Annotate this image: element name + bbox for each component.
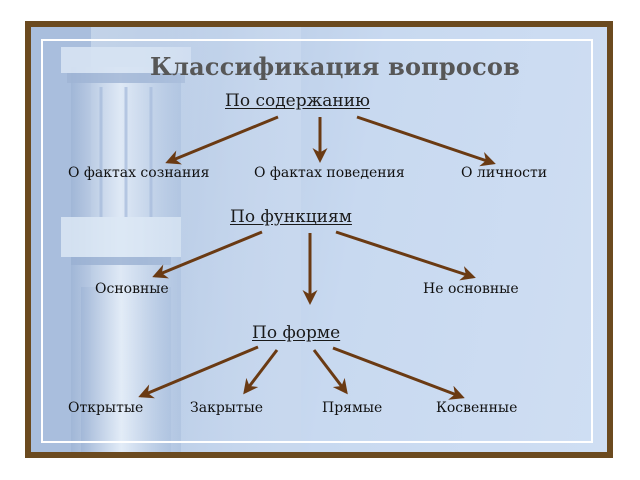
arrow-function-to-non-main xyxy=(335,230,476,281)
item-open: Открытые xyxy=(68,400,144,416)
diagram-title: Классификация вопросов xyxy=(150,52,521,81)
arrow-form-to-open xyxy=(138,345,259,399)
item-personality: О личности xyxy=(461,165,548,181)
item-direct: Прямые xyxy=(322,400,383,416)
item-non-main: Не основные xyxy=(423,281,519,297)
arrow-function-to-main xyxy=(152,230,263,279)
arrow-form-to-closed xyxy=(243,349,279,395)
slide-background xyxy=(31,27,607,452)
arrow-form-to-direct xyxy=(312,349,348,395)
item-indirect: Косвенные xyxy=(436,400,518,416)
arrow-form-to-indirect xyxy=(332,346,465,400)
column-decoration xyxy=(31,27,301,452)
heading-content: По содержанию xyxy=(225,91,370,111)
item-closed: Закрытые xyxy=(190,400,264,416)
item-consciousness-facts: О фактах сознания xyxy=(68,165,210,181)
heading-form: По форме xyxy=(252,323,341,343)
arrow-content-to-personality xyxy=(356,115,496,167)
arrow-content-to-consciousness xyxy=(165,115,279,165)
heading-function: По функциям xyxy=(230,207,352,227)
frame-inner-border xyxy=(41,39,593,443)
item-main: Основные xyxy=(95,281,169,297)
item-behavior-facts: О фактах поведения xyxy=(254,165,405,181)
